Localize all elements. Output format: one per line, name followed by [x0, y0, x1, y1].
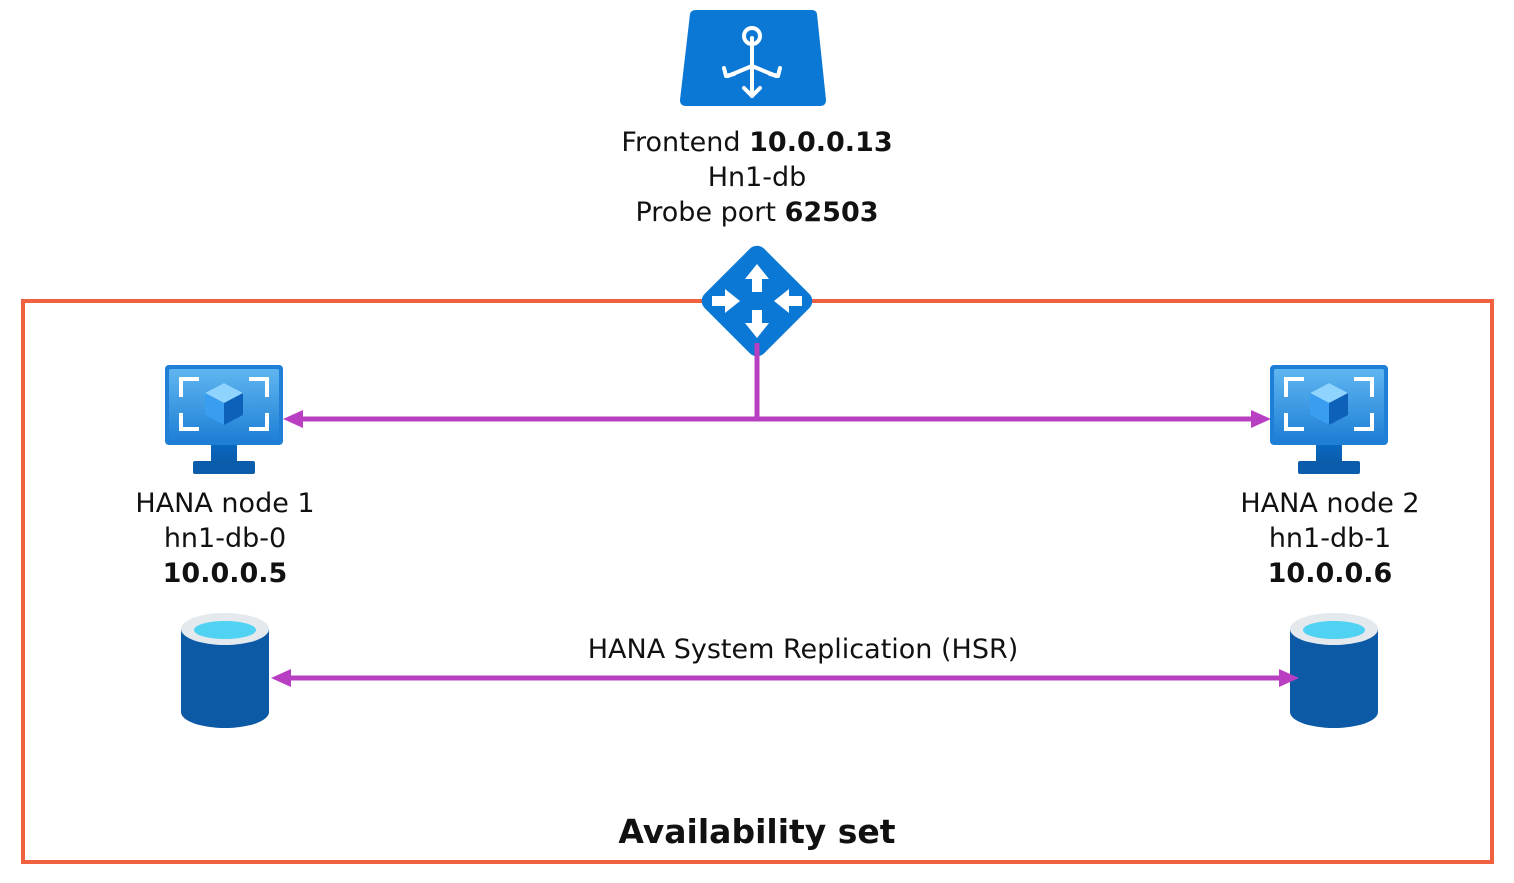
router-connector	[300, 343, 1254, 422]
load-balancer-icon	[680, 10, 826, 106]
hsr-label: HANA System Replication (HSR)	[587, 634, 1019, 665]
load-balancer-name: Hn1-db	[707, 162, 807, 193]
node1-ip: 10.0.0.5	[162, 558, 288, 589]
arrowhead-to-node2	[1251, 410, 1271, 428]
node1-label: HANA node 1 hn1-db-0 10.0.0.5	[135, 486, 314, 591]
probe-prefix: Probe port	[635, 197, 776, 228]
availability-set-label: Availability set	[618, 812, 896, 851]
probe-port: 62503	[784, 197, 879, 228]
node2-label: HANA node 2 hn1-db-1 10.0.0.6	[1240, 486, 1419, 591]
hsr-arrowhead-right	[1279, 669, 1299, 687]
database-icon	[1290, 613, 1378, 728]
node1-title: HANA node 1	[135, 488, 315, 519]
arrowhead-to-node1	[283, 410, 303, 428]
router-icon	[701, 245, 813, 357]
load-balancer-label: Frontend 10.0.0.13 Hn1-db Probe port 625…	[621, 125, 892, 230]
node2-title: HANA node 2	[1240, 488, 1420, 519]
frontend-prefix: Frontend	[621, 127, 741, 158]
frontend-ip: 10.0.0.13	[749, 127, 893, 158]
virtual-machine-icon	[1270, 365, 1388, 474]
node2-ip: 10.0.0.6	[1267, 558, 1393, 589]
node2-hostname: hn1-db-1	[1268, 523, 1392, 554]
hsr-arrowhead-left	[271, 669, 291, 687]
database-icon	[181, 613, 269, 728]
virtual-machine-icon	[165, 365, 283, 474]
node1-hostname: hn1-db-0	[163, 523, 287, 554]
